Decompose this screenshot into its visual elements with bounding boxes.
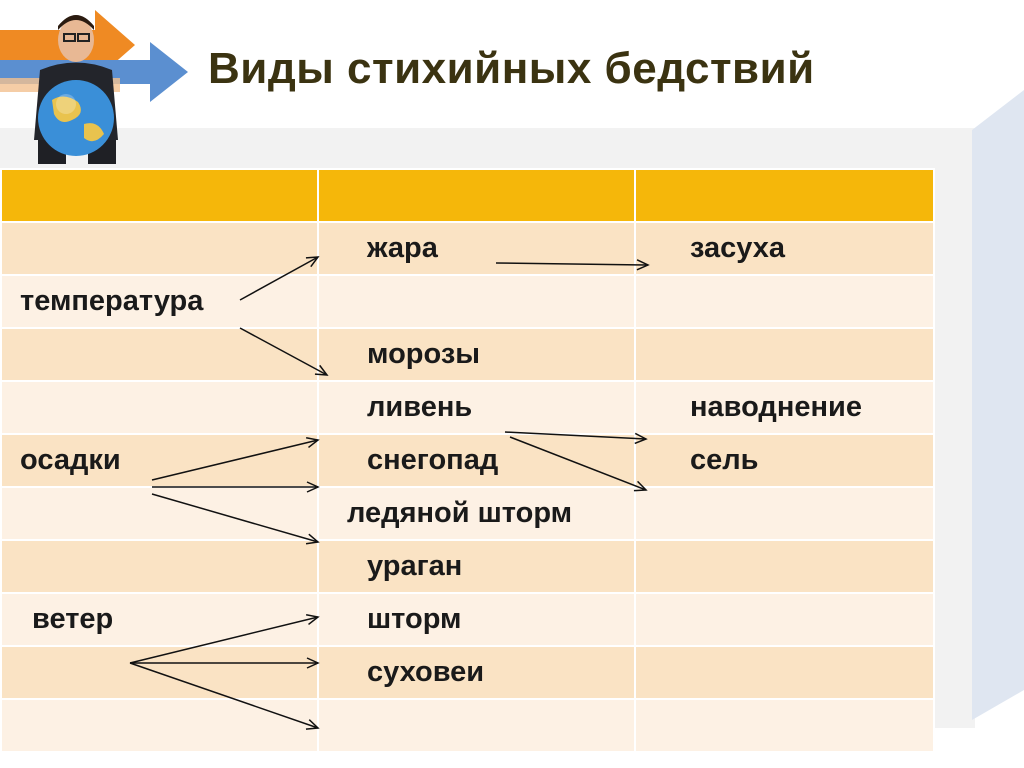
disaster-table: жара засуха температура морозы ливень на…: [0, 168, 935, 753]
category-cell: [0, 327, 319, 382]
consequence-cell: [634, 645, 935, 700]
consequence-cell: засуха: [634, 221, 935, 276]
category-cell: [0, 221, 319, 276]
category-cell: [0, 380, 319, 435]
table-row: [0, 698, 935, 753]
table-row: суховеи: [0, 645, 935, 700]
consequence-cell: [634, 327, 935, 382]
phenomenon-cell: снегопад: [317, 433, 636, 488]
phenomenon-cell: ливень: [317, 380, 636, 435]
header-cell: [317, 168, 636, 223]
phenomenon-cell: суховеи: [317, 645, 636, 700]
page-title: Виды стихийных бедствий: [208, 44, 815, 93]
table-row: ливень наводнение: [0, 380, 935, 435]
table-row: морозы: [0, 327, 935, 382]
consequence-cell: [634, 592, 935, 647]
table-row: жара засуха: [0, 221, 935, 276]
phenomenon-cell: [317, 274, 636, 329]
phenomenon-cell: жара: [317, 221, 636, 276]
category-cell: осадки: [0, 433, 319, 488]
table-row: температура: [0, 274, 935, 329]
category-cell: [0, 645, 319, 700]
phenomenon-cell: морозы: [317, 327, 636, 382]
header-cell: [0, 168, 319, 223]
category-cell: [0, 539, 319, 594]
phenomenon-cell: ледяной шторм: [317, 486, 636, 541]
table-row: ураган: [0, 539, 935, 594]
category-cell: температура: [0, 274, 319, 329]
consequence-cell: [634, 539, 935, 594]
phenomenon-cell: ураган: [317, 539, 636, 594]
table-row: осадки снегопад сель: [0, 433, 935, 488]
table-header-row: [0, 168, 935, 223]
table-row: ветер шторм: [0, 592, 935, 647]
table-row: ледяной шторм: [0, 486, 935, 541]
phenomenon-cell: [317, 698, 636, 753]
category-cell: [0, 698, 319, 753]
consequence-cell: наводнение: [634, 380, 935, 435]
side-decoration: [972, 90, 1024, 720]
consequence-cell: [634, 698, 935, 753]
phenomenon-cell: шторм: [317, 592, 636, 647]
consequence-cell: сель: [634, 433, 935, 488]
category-cell: [0, 486, 319, 541]
consequence-cell: [634, 274, 935, 329]
consequence-cell: [634, 486, 935, 541]
category-cell: ветер: [0, 592, 319, 647]
header-cell: [634, 168, 935, 223]
man-with-globe-icon: [0, 10, 188, 164]
